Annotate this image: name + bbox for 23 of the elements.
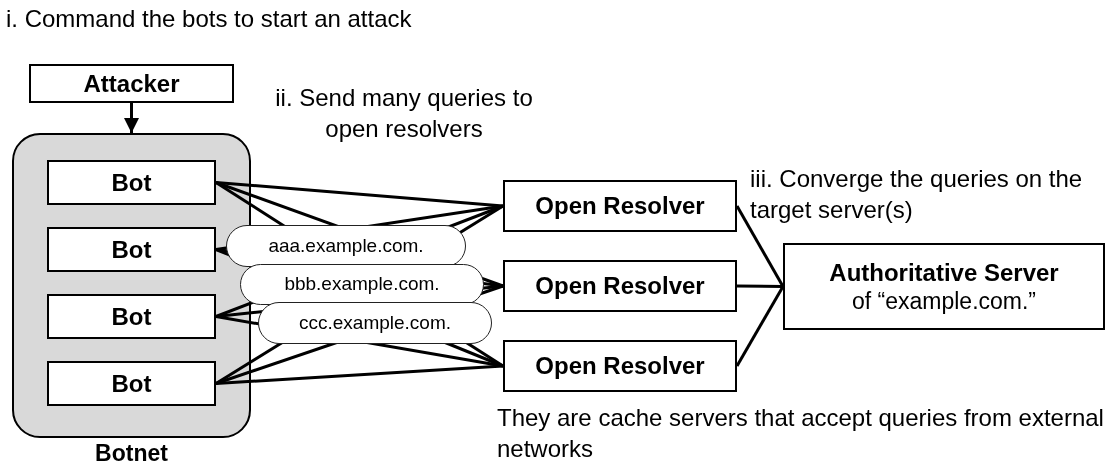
annotation-text: i. Command the bots to start an attack <box>6 4 413 34</box>
process-box: Open Resolver <box>503 180 737 232</box>
connector-line <box>735 285 785 367</box>
process-box: Open Resolver <box>503 260 737 312</box>
process-box: Bot <box>47 361 216 406</box>
connector-line <box>215 364 504 385</box>
annotation-text: ii. Send many queries to open resolvers <box>274 83 534 144</box>
annotation-text: They are cache servers that accept queries from external networks <box>497 403 1105 464</box>
edge-label: aaa.example.com. <box>226 225 466 267</box>
connector-line <box>215 181 504 208</box>
process-box: Bot <box>47 160 216 205</box>
edge-label: bbb.example.com. <box>240 264 484 305</box>
connector-line <box>737 284 783 288</box>
process-box: Attacker <box>29 64 234 103</box>
server-box: Authoritative Server of “example.com.” <box>783 243 1105 330</box>
annotation-text: iii. Converge the queries on the target server(s) <box>750 164 1084 225</box>
group-label: Botnet <box>95 439 168 468</box>
connector-line <box>735 205 785 288</box>
process-box: Bot <box>47 294 216 339</box>
edge-label: ccc.example.com. <box>258 302 492 344</box>
arrow <box>124 103 139 133</box>
process-box: Open Resolver <box>503 340 737 392</box>
process-box: Bot <box>47 227 216 272</box>
